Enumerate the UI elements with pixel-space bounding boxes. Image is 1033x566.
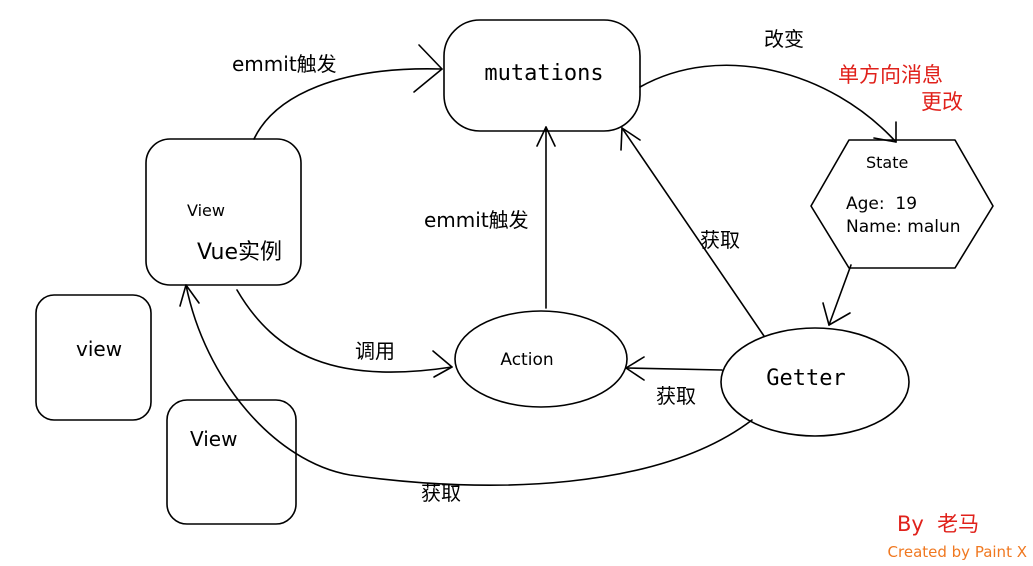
state-name: Name: malun	[846, 217, 961, 237]
edge-getter-to-action	[625, 367, 723, 371]
state-age: Age: 19	[846, 194, 917, 214]
vue-instance-label: Vue实例	[197, 240, 282, 265]
credit-tool: Created by Paint X	[888, 543, 1027, 561]
action-node	[454, 310, 628, 408]
state-title: State	[866, 153, 908, 172]
edge-label-emmit-mid: emmit触发	[424, 208, 529, 232]
view-box-label: View	[190, 427, 237, 451]
edge-label-call: 调用	[355, 339, 395, 363]
arrowhead-getter-to-view	[179, 284, 200, 307]
getter-label: Getter	[766, 366, 845, 391]
view-small-label: view	[76, 337, 122, 361]
mutations-label: mutations	[484, 61, 603, 86]
view-small-node	[35, 294, 152, 421]
arrowhead-action-to-mutations	[536, 126, 556, 147]
action-label: Action	[500, 350, 553, 370]
mutations-node	[443, 19, 641, 132]
edge-label-emmit-top: emmit触发	[232, 52, 337, 76]
edge-getter-to-mutations	[621, 127, 765, 337]
note-update: 更改	[921, 90, 963, 114]
getter-node	[720, 327, 910, 437]
edge-state-to-getter	[828, 264, 852, 326]
edge-label-getter-view: 获取	[421, 481, 461, 505]
arrowhead-view-to-mutations	[413, 44, 443, 93]
arrowhead-getter-to-action	[625, 356, 645, 381]
state-node	[810, 139, 994, 269]
credit-author: By 老马	[897, 512, 979, 536]
arrowhead-view-to-action	[432, 350, 453, 378]
edge-view-to-mutations	[253, 68, 443, 140]
view-label: View	[187, 201, 225, 220]
view-vue-node	[145, 138, 302, 286]
view-box-node	[166, 399, 297, 525]
edge-mutations-to-state	[639, 64, 897, 143]
edge-label-getter-mutations: 获取	[700, 228, 740, 252]
arrowhead-getter-to-mutations	[620, 127, 641, 151]
edge-label-change: 改变	[764, 27, 804, 51]
arrowhead-state-to-getter	[822, 302, 851, 326]
note-one-way-message: 单方向消息	[838, 63, 943, 87]
arrowhead-mutations-to-state	[873, 121, 897, 143]
edge-view-to-action	[236, 289, 453, 373]
edge-getter-to-view	[185, 284, 753, 486]
edge-label-getter-action: 获取	[656, 384, 696, 408]
